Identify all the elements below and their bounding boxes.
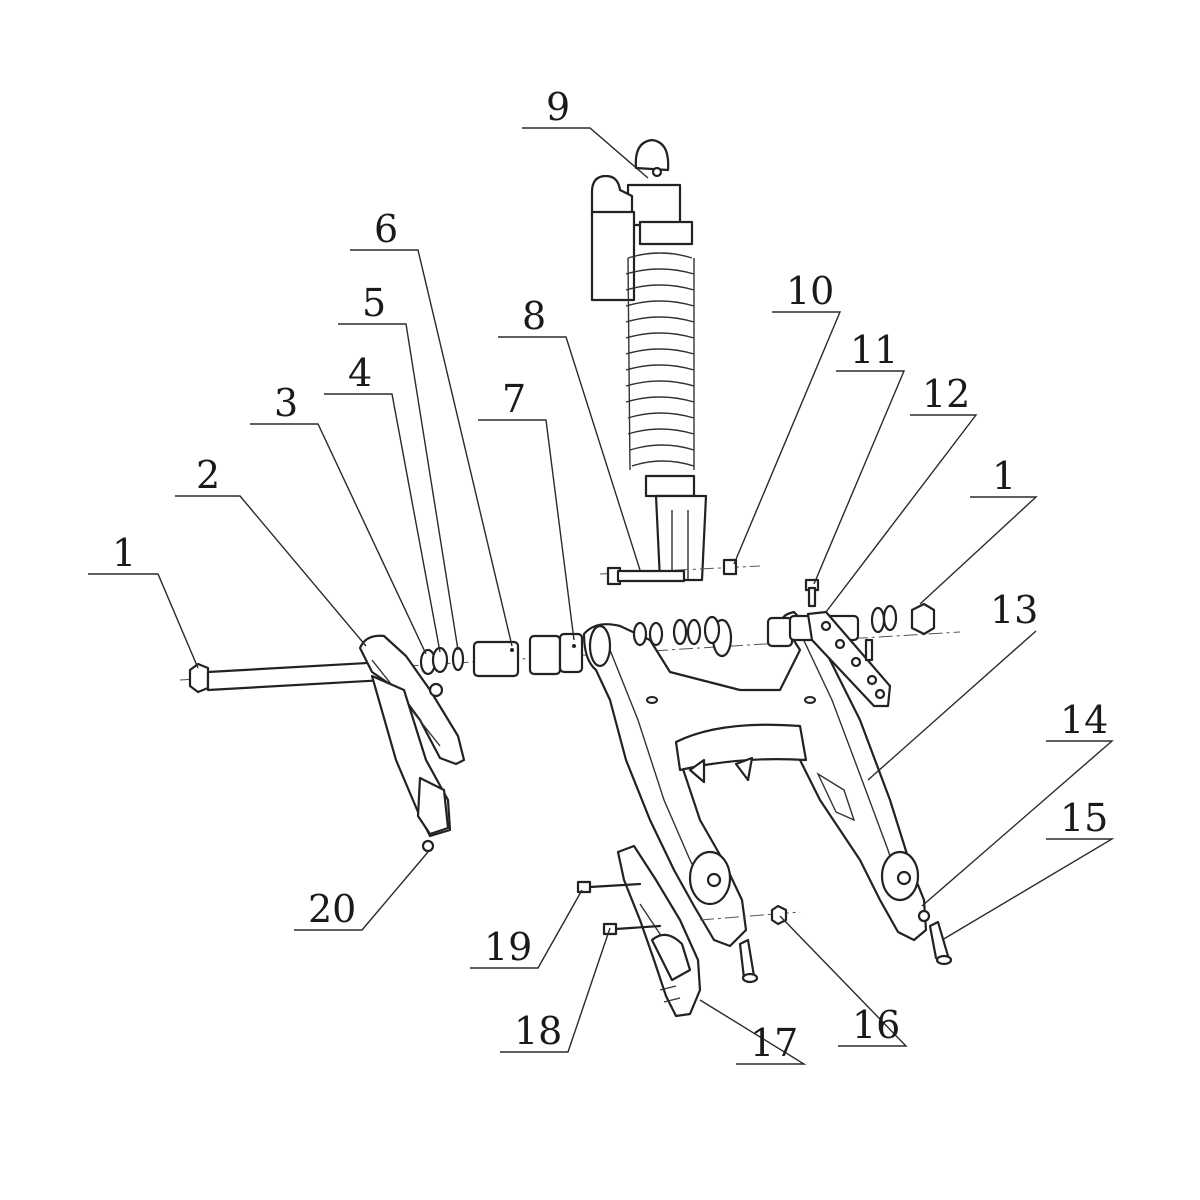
axle-adjuster-bolts: [738, 909, 953, 984]
callout-6: 6: [374, 207, 398, 251]
callout-labels: 1 2 3 4 5 6 7 8 9 10 11 12 1 13 14 15 16…: [112, 85, 1108, 1065]
callout-11: 11: [850, 328, 898, 372]
pivot-seals-and-washers: [419, 646, 465, 676]
swing-arm: [582, 610, 928, 948]
callout-19: 19: [484, 925, 532, 969]
pivot-collar: [472, 640, 520, 678]
callout-4: 4: [348, 351, 372, 395]
callout-1-right: 1: [992, 454, 1016, 498]
callout-8: 8: [522, 294, 546, 338]
pivot-bushing: [528, 632, 584, 676]
right-pivot-hardware: [766, 602, 936, 648]
callout-16: 16: [852, 1003, 900, 1047]
callout-20: 20: [308, 887, 356, 931]
shock-bolt: [599, 558, 761, 586]
callout-9: 9: [546, 85, 570, 129]
leader-lines: [88, 127, 1115, 1065]
callout-17: 17: [750, 1021, 798, 1065]
callout-14: 14: [1060, 698, 1108, 742]
callout-15: 15: [1060, 796, 1108, 840]
swing-arm-pivot-seals: [632, 615, 721, 647]
adjuster-bolt: [804, 578, 820, 608]
chain-slider: [358, 634, 466, 853]
callout-12: 12: [922, 372, 970, 416]
callout-13: 13: [990, 588, 1038, 632]
callout-18: 18: [514, 1009, 562, 1053]
callout-5: 5: [362, 281, 386, 325]
callout-3: 3: [274, 381, 298, 425]
callout-7: 7: [502, 377, 526, 421]
caliper-bracket: [616, 844, 702, 1018]
callout-10: 10: [786, 269, 834, 313]
callout-2: 2: [196, 453, 220, 497]
rear-shock-absorber: [590, 138, 708, 582]
callout-1-left: 1: [112, 531, 136, 575]
